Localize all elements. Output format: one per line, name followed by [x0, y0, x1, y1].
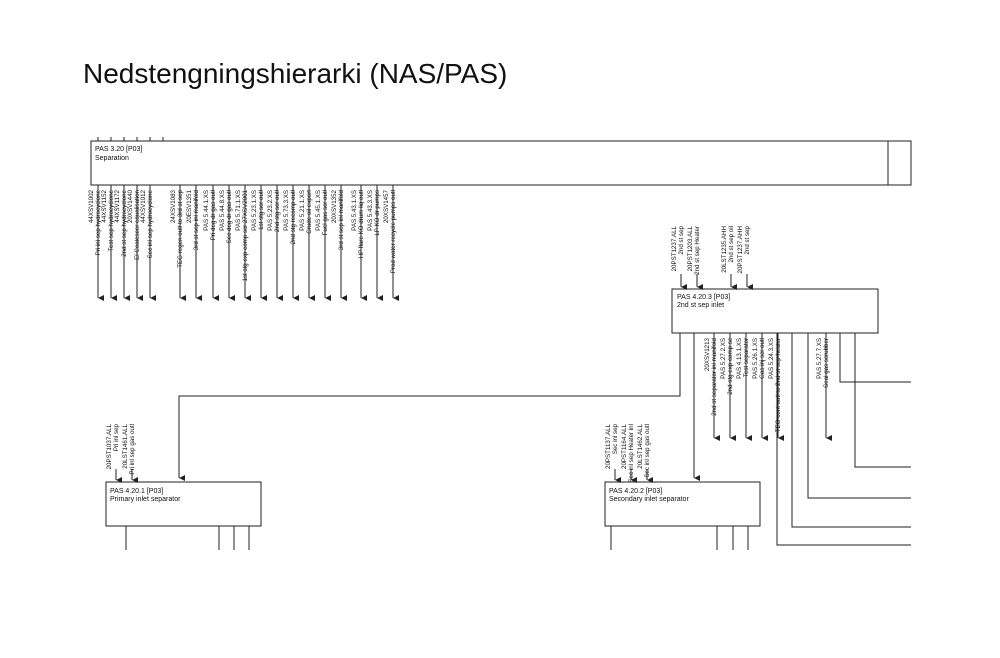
signal-description: 1st stg scr outl: [258, 190, 265, 230]
signal-tag: 20PST1237.AHH: [737, 226, 744, 273]
signal-description: Pri deg dr gas outl: [210, 190, 217, 240]
signal-description: Pri inl sep gas outl: [129, 424, 136, 475]
signal-tag: 20XSV1213: [704, 337, 711, 371]
signal-tag: 44XSV1012: [140, 189, 147, 223]
pas4201-output-lines: [125, 526, 250, 550]
signal-tag: 20XSV1457: [383, 189, 390, 223]
signal-tag: PAS 5.27.2.XS: [720, 338, 727, 379]
signal-description: Sec inl sep hydrocyclone: [147, 189, 154, 258]
signal-tag: PAS 5.43.3.XS: [367, 190, 374, 231]
signal-tag: PAS 5.44.1.XS: [203, 190, 210, 231]
slide-title: Nedstengningshierarki (NAS/PAS): [83, 58, 508, 89]
signal-tag: PAS 5.24.3.XS: [768, 338, 775, 379]
signal-description: 2nd stg recomp outl: [290, 190, 297, 244]
signal-tag: 20PST1137.ALL: [605, 423, 612, 469]
pas4202-output-lines: [610, 526, 749, 550]
node-subtitle: 2nd st sep inlet: [677, 302, 724, 309]
connector-lines: [178, 333, 700, 481]
signal-description: Sec inl sep: [612, 423, 619, 454]
signal-description: 2nd st sep: [678, 225, 685, 254]
signal-description: Prod water recycle pumps outl: [390, 190, 397, 273]
node-title: PAS 4.20.1 [P03]: [110, 488, 163, 495]
signal-tag: 44XSV1172: [114, 189, 121, 222]
node-subtitle: Separation: [95, 155, 129, 162]
signal-description: 2nd st separator inl manifold: [711, 337, 718, 415]
signal-tag: 20ESV1351: [186, 189, 193, 223]
signal-description: Crude oil export: [306, 190, 313, 234]
signal-description: 1st stg exp comp scr 27XSV2001: [242, 189, 249, 281]
signal-description: Test sep hydrocyclone: [108, 189, 115, 251]
signal-description: LP KO dr pumps: [374, 190, 381, 236]
signal-tag: 20LST1461.ALL: [122, 423, 129, 468]
signal-tag: 20PST1037.ALL: [106, 423, 113, 469]
signal-description: TEG cont outl to 2nd st sep heater: [775, 338, 782, 432]
signal-tag: 20LST1235.AHH: [721, 226, 728, 273]
signal-tag: PAS 5.23.1.XS: [251, 190, 258, 231]
signal-description: 2nd st sep oil: [728, 226, 735, 262]
node-title: PAS 4.20.3 [P03]: [677, 294, 730, 301]
signal-description: Fuel gas scr outl: [322, 190, 329, 235]
signal-description: Sec deg dr gas outl: [226, 190, 233, 243]
signal-description: TEG regen outl to 3rd st sep: [177, 189, 184, 267]
pas4203-routing-lines: [776, 333, 911, 546]
signal-tag: 24XSV1083: [170, 189, 177, 223]
signal-tag: 44XSV1152: [101, 189, 108, 222]
signal-tag: PAS 4.13.1.XS: [736, 338, 743, 379]
signal-description: 2nd stg scr outl: [274, 190, 281, 232]
signal-tag: PAS 5.23.2.XS: [267, 190, 274, 231]
signal-description: Gas inj scr outl: [759, 338, 766, 379]
signal-tag: 20PST1203.ALL: [687, 225, 694, 271]
signal-tag: PAS 5.21.1.XS: [299, 190, 306, 231]
signal-tag: 20XSV1352: [331, 189, 338, 223]
signal-description: El Coalescer equalisation: [134, 189, 141, 259]
signal-tag: PAS 5.73.3.XS: [283, 190, 290, 231]
signal-tag: PAS 5.27.7.XS: [816, 338, 823, 379]
node-title: PAS 4.20.2 [P03]: [609, 488, 662, 495]
node-pas-4-20-3[interactable]: PAS 4.20.3 [P03] 2nd st sep inlet: [671, 288, 879, 334]
signal-tag: PAS 5.45.1.XS: [315, 190, 322, 231]
signal-description: 2nd st sep hydrocyclone: [121, 189, 128, 256]
signal-description: HP flare KO drum liq outl: [358, 190, 365, 258]
signal-description: Pri inl sep: [113, 423, 120, 451]
node-pas-4-20-1[interactable]: PAS 4.20.1 [P03] Primary inlet separator: [105, 481, 262, 527]
node-subtitle: Primary inlet separator: [110, 496, 181, 503]
signal-tag: 20LST1462.ALL: [637, 423, 644, 468]
signal-description: 2nd stg exp comp sc: [727, 338, 734, 395]
top-tick-marks: [97, 137, 164, 141]
signal-description: 2nd st sep: [744, 225, 751, 254]
signal-tag: PAS 5.26.1.XS: [752, 338, 759, 379]
node-subtitle: Secondary inlet separator: [609, 496, 689, 503]
node-pas-4-20-2[interactable]: PAS 4.20.2 [P03] Secondary inlet separat…: [604, 481, 761, 527]
signal-description: 2nd st sep Heater: [694, 226, 701, 275]
signal-description: Sec inl sep gas outl: [644, 424, 651, 478]
signal-description: 3rd st sep inl manifold: [193, 189, 200, 250]
signal-description: 3rd st sep inl manifold: [338, 189, 345, 250]
signal-tag: 20PST1237.ALL: [671, 225, 678, 271]
node-title: PAS 3.20 [P03]: [95, 146, 142, 153]
signal-tag: 20XSV1440: [127, 189, 134, 223]
signal-description: Pri inl sep hydrocyclone: [95, 189, 102, 255]
signal-tag: PAS 5.71.1.XS: [235, 190, 242, 231]
signal-tag: PAS 5.44.8.XS: [219, 190, 226, 231]
signal-tag: PAS 5.43.1.XS: [351, 190, 358, 231]
signal-tag: 44XSV1002: [88, 189, 95, 223]
node-pas-3-20[interactable]: PAS 3.20 [P03] Separation: [90, 140, 912, 186]
signal-tag: 20PST1164.ALL: [621, 423, 628, 469]
signal-description: Seal gas scrubber: [823, 338, 830, 388]
signal-description: Sec inl sep Heater inl: [628, 424, 635, 482]
signal-description: Test separator: [743, 338, 750, 377]
